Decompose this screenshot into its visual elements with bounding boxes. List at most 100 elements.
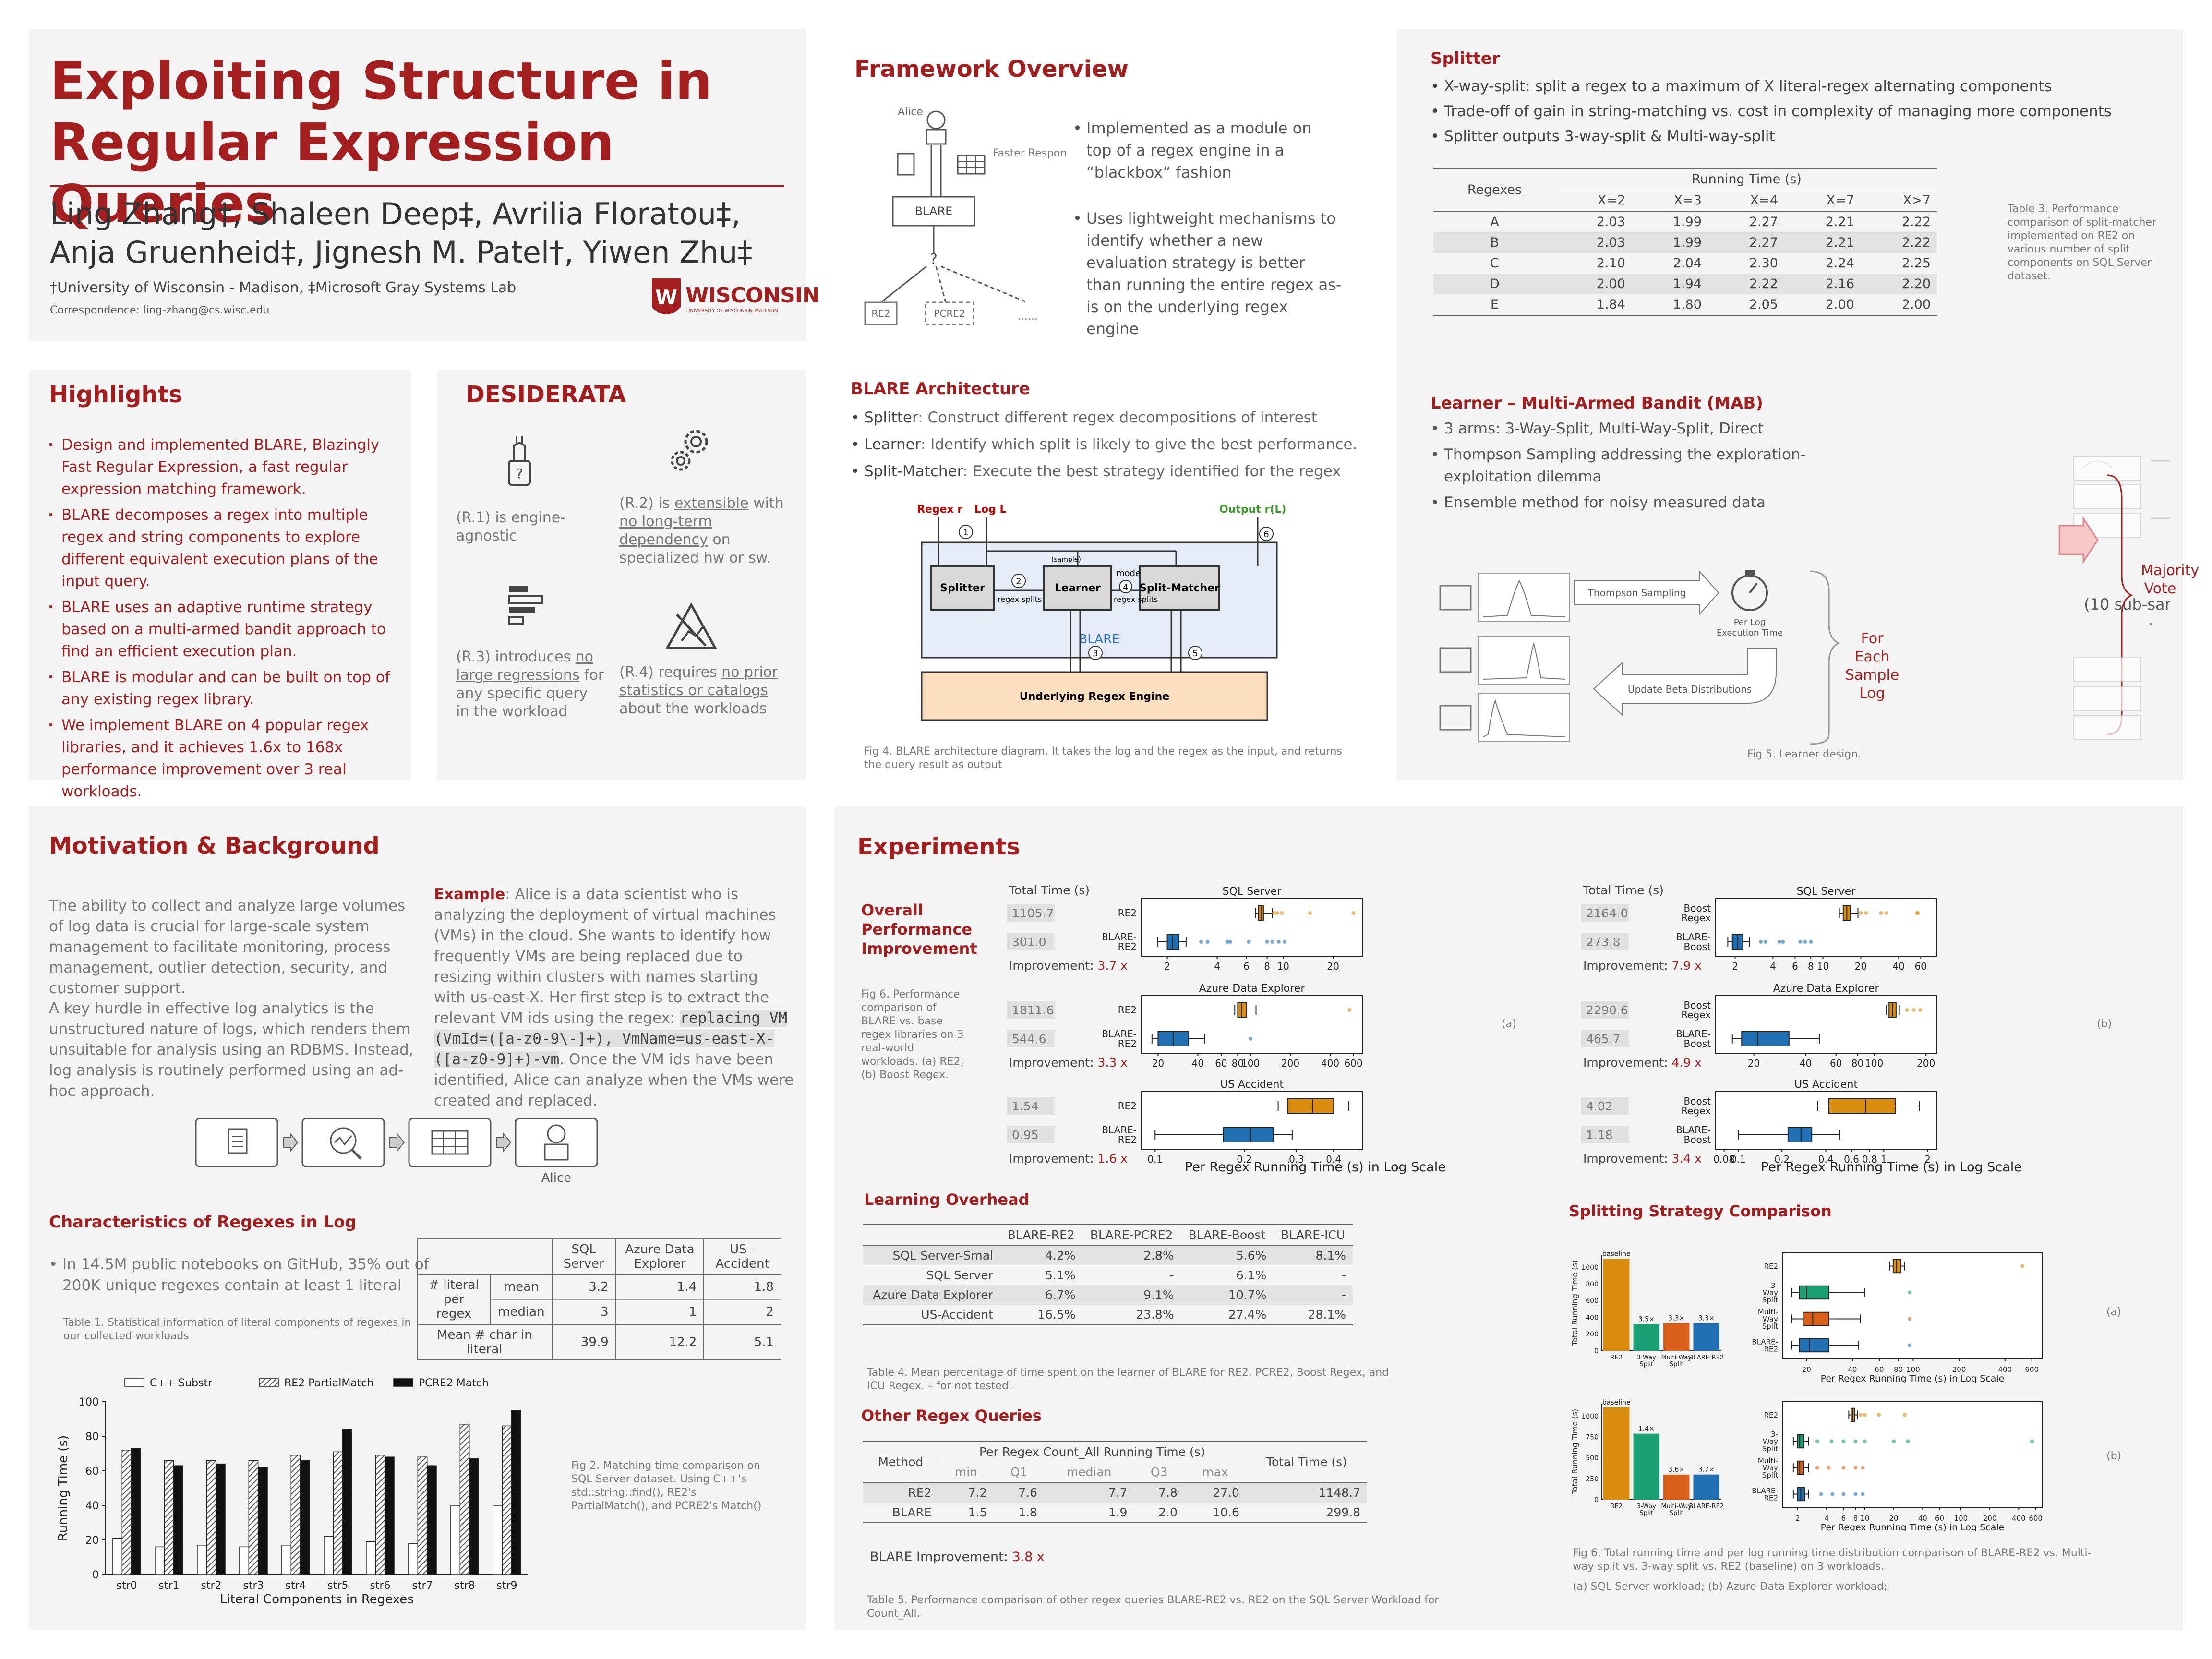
bar bbox=[502, 1425, 512, 1575]
x-tick-label: str7 bbox=[412, 1580, 433, 1592]
plot-frame bbox=[1782, 1401, 2043, 1508]
legend-swatch bbox=[124, 1378, 144, 1387]
bar bbox=[493, 1505, 503, 1575]
fw-faster-label: Faster Response bbox=[993, 147, 1066, 159]
desiderata-r3: (R.3) introduces no large regressions fo… bbox=[456, 649, 604, 720]
outlier bbox=[1853, 1439, 1858, 1443]
y-axis-label: Running Time (s) bbox=[56, 1435, 71, 1541]
boost-total-time-label: Total Time (s) bbox=[1583, 883, 1664, 897]
bar bbox=[1663, 1474, 1690, 1500]
series-label: BLARE-RE2 bbox=[1102, 931, 1137, 952]
label-b: (b) bbox=[2097, 1018, 2112, 1030]
outlier bbox=[1777, 940, 1781, 944]
chart-title: US Accident bbox=[1794, 1079, 1858, 1091]
bar-data-label: 3.7× bbox=[1698, 1466, 1715, 1474]
x-tick-label: str6 bbox=[370, 1580, 390, 1592]
x-tick-label: 200 bbox=[1281, 1058, 1299, 1069]
outlier bbox=[1902, 1413, 1907, 1417]
bar bbox=[281, 1545, 292, 1575]
x-tick-label: 2 bbox=[1732, 961, 1738, 972]
y-tick-label: 0 bbox=[1594, 1496, 1599, 1504]
table-col-headers: min Q1 median Q3 max bbox=[863, 1462, 1367, 1483]
other-caption: Table 5. Performance comparison of other… bbox=[867, 1594, 1439, 1620]
y-tick-label: 200 bbox=[1586, 1331, 1599, 1338]
total-time-value: 1105.7 bbox=[1012, 906, 1054, 920]
splitting-caption1: Fig 6. Total running time and per log ru… bbox=[1573, 1547, 2092, 1573]
fw-pcre2-box bbox=[925, 301, 974, 325]
x-tick-label: 8 bbox=[1808, 961, 1814, 972]
wisconsin-logo: W WISCONSIN UNIVERSITY OF WISCONSIN–MADI… bbox=[648, 274, 820, 326]
architecture-list: Splitter: Construct different regex deco… bbox=[851, 404, 1379, 485]
splitter-box bbox=[930, 565, 995, 611]
x-tick-label: 4 bbox=[1214, 961, 1220, 972]
table-row: median 3 1 2 bbox=[417, 1299, 781, 1325]
learner-item: Ensemble method for noisy measured data bbox=[1431, 492, 1853, 514]
arrow-right-icon bbox=[283, 1132, 299, 1153]
improvement-text: Improvement: 1.6 x bbox=[1009, 1152, 1128, 1166]
box bbox=[1223, 1127, 1274, 1142]
arch-learner-label: Learner bbox=[1055, 582, 1101, 594]
overall-caption: Fig 6. Performance comparison of BLARE v… bbox=[861, 988, 964, 1081]
total-time-cell bbox=[1581, 904, 1629, 922]
bar bbox=[1603, 1407, 1630, 1500]
total-time-value: 2290.6 bbox=[1586, 1003, 1628, 1017]
affiliation: †University of Wisconsin - Madison, ‡Mic… bbox=[50, 279, 517, 296]
series-label: BLARE-RE2 bbox=[1752, 1337, 1778, 1353]
logo-sub: UNIVERSITY OF WISCONSIN–MADISON bbox=[686, 308, 778, 313]
bar bbox=[112, 1538, 123, 1575]
x-tick-label: 200 bbox=[1917, 1058, 1935, 1069]
svg-text:·: · bbox=[2148, 616, 2153, 633]
x-tick-label: 60 bbox=[1830, 1058, 1842, 1069]
characteristics-list: In 14.5M public notebooks on GitHub, 35%… bbox=[49, 1254, 433, 1300]
x-tick-label: str9 bbox=[496, 1580, 517, 1592]
outlier bbox=[1803, 940, 1807, 944]
total-time-value: 273.8 bbox=[1586, 935, 1621, 949]
fw-dots: ...... bbox=[1018, 311, 1038, 323]
arch-step-4: 4 bbox=[1123, 582, 1128, 592]
arch-sample-label: (sample) bbox=[1051, 556, 1081, 564]
bar bbox=[197, 1545, 207, 1575]
x-tick-label: 4 bbox=[1770, 961, 1776, 972]
outlier bbox=[1858, 1413, 1863, 1417]
arrow-right-icon bbox=[496, 1132, 512, 1153]
boost-xlabel: Per Regex Running Time (s) in Log Scale bbox=[1761, 1160, 2022, 1175]
series-label: RE2 bbox=[1764, 1262, 1778, 1271]
bar bbox=[1633, 1433, 1659, 1500]
improvement-text: Improvement: 4.9 x bbox=[1583, 1056, 1702, 1070]
x-tick-label: str1 bbox=[158, 1580, 179, 1592]
split-components-table: Regexes Running Time (s) X=2 X=3 X=4 X=7… bbox=[1433, 168, 1937, 316]
title-rule bbox=[50, 185, 784, 187]
outlier bbox=[1918, 1008, 1923, 1012]
series-label: BLARE-Boost bbox=[1676, 1028, 1711, 1049]
bar bbox=[1693, 1474, 1719, 1500]
bar-data-label: baseline bbox=[1602, 1399, 1631, 1407]
x-tick-label: 8 bbox=[1264, 961, 1270, 972]
total-time-value: 4.02 bbox=[1586, 1099, 1613, 1113]
svg-text:W: W bbox=[655, 286, 677, 309]
sample-stack-top bbox=[2073, 456, 2170, 538]
bar-data-label: 3.3× bbox=[1698, 1315, 1715, 1322]
x-tick-label: 6 bbox=[1792, 961, 1798, 972]
y-tick-label: 20 bbox=[85, 1535, 99, 1547]
architecture-diagram: Regex r Log L Output r(L) 1 6 Splitter L… bbox=[917, 504, 1286, 721]
y-axis-label: Total Running Time (s) bbox=[1570, 1260, 1579, 1346]
x-tick-label: 100 bbox=[1241, 1058, 1260, 1069]
outlier bbox=[1758, 940, 1763, 944]
x-tick-label: 0.8 bbox=[1862, 1154, 1877, 1165]
alice-person-icon bbox=[926, 110, 947, 145]
arch-splits1-label: regex splits bbox=[998, 595, 1042, 604]
fw-blare-box bbox=[892, 196, 975, 227]
box bbox=[1799, 1338, 1829, 1353]
table-col-headers: SQL Server Azure Data Explorer US - Acci… bbox=[417, 1239, 781, 1275]
x-tick-label: 40 bbox=[1800, 1058, 1812, 1069]
arch-step-6: 6 bbox=[1263, 529, 1269, 540]
legend-label: C++ Substr bbox=[150, 1377, 213, 1389]
highlight-item: We implement BLARE on 4 popular regex li… bbox=[48, 714, 398, 803]
